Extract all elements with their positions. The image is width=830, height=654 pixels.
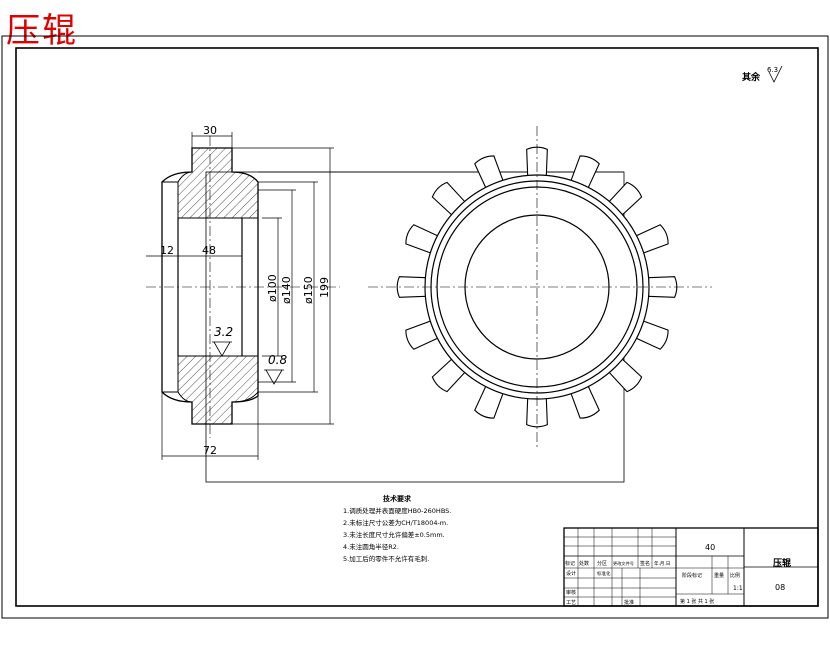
title-block-scale-row: 40 [705,543,715,552]
dim-d150: ø150 [302,276,315,304]
front-view [205,126,712,483]
inner-border [15,47,819,607]
note-item-1: 1.调质处理并表面硬度HB0-260HBS. [343,506,451,515]
title-block-headers: 标记 处数 分区 更改文件号 签名 年.月.日 [565,560,670,567]
roughness-bore-value: 3.2 [214,325,233,339]
drawing-title-watermark: 压辊 [6,11,78,51]
title-block [563,527,819,607]
dim-d100: ø100 [266,274,279,302]
row-design: 设计 [566,570,576,577]
dim-flange: 12 [160,244,174,257]
header-cell: 年.月.日 [654,560,670,567]
dim-d199: 199 [318,277,331,298]
title-block-scale: 1:1 [733,585,743,592]
title-block-weight: 重量 [714,572,724,579]
header-cell: 处数 [579,560,589,567]
row-process: 工艺 [566,600,576,606]
row-check: 审核 [566,589,576,596]
title-block-material: 08 [775,583,785,592]
dim-width-top: 30 [203,124,217,137]
title-block-sheet: 第 1 张 共 1 张 [680,598,714,605]
dim-bore-length: 48 [202,244,216,257]
header-cell: 标记 [565,560,575,567]
title-block-part-name: 压辊 [773,557,791,569]
dim-overall: 72 [203,444,217,457]
header-cell: 签名 [640,560,650,567]
section-view [146,136,340,438]
note-item-2: 2.未标注尺寸公差为CH/T18004-m. [343,518,448,527]
dim-d140: ø140 [280,276,293,304]
roughness-note-label: 其余 [742,71,761,83]
row-approve: 批准 [624,599,634,606]
note-item-5: 5.加工后的零件不允许有毛刺. [343,554,429,563]
title-block-ratio: 比例 [730,572,740,579]
roughness-note-value: 6.3 [767,66,778,74]
row-standard: 标准化 [597,570,611,577]
title-block-stage: 阶段标记 [682,572,702,579]
header-cell: 分区 [597,560,607,567]
outer-border [1,35,829,619]
note-item-3: 3.未注长度尺寸允许偏差±0.5mm. [343,530,445,539]
roughness-symbol-icon [768,65,783,83]
roughness-face-icon [264,369,284,385]
notes-heading: 技术要求 [383,494,412,503]
note-item-4: 4.未注圆角半径R2. [343,542,399,551]
roughness-bore-icon [212,341,232,357]
roughness-face-value: 0.8 [268,353,287,367]
header-cell: 更改文件号 [613,560,634,567]
